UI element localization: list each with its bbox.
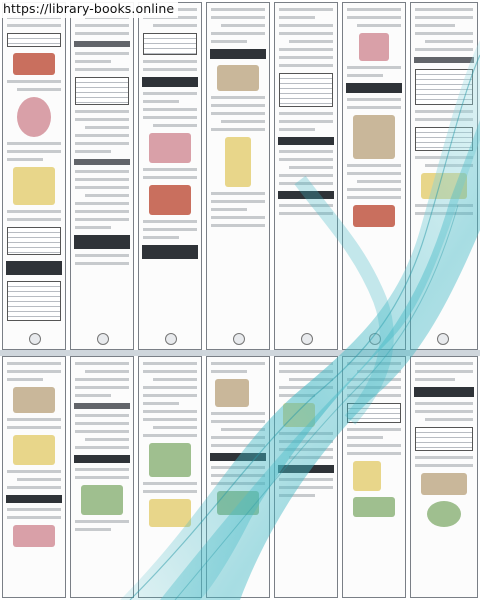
page-column xyxy=(70,2,134,350)
row-divider xyxy=(0,350,480,356)
page-column xyxy=(274,356,338,598)
page-column xyxy=(342,2,406,350)
page-column xyxy=(274,2,338,350)
bottom-row-pages xyxy=(0,354,480,600)
top-row-pages xyxy=(2,2,478,350)
page-column xyxy=(2,2,66,350)
page-column xyxy=(410,356,478,598)
page-column xyxy=(206,356,270,598)
page-column xyxy=(342,356,406,598)
watermark-url: https://library-books.online xyxy=(0,0,179,18)
page-column xyxy=(2,356,66,598)
page-column xyxy=(410,2,478,350)
page-column xyxy=(70,356,134,598)
page-column xyxy=(138,356,202,598)
page-column xyxy=(206,2,270,350)
page-column xyxy=(138,2,202,350)
